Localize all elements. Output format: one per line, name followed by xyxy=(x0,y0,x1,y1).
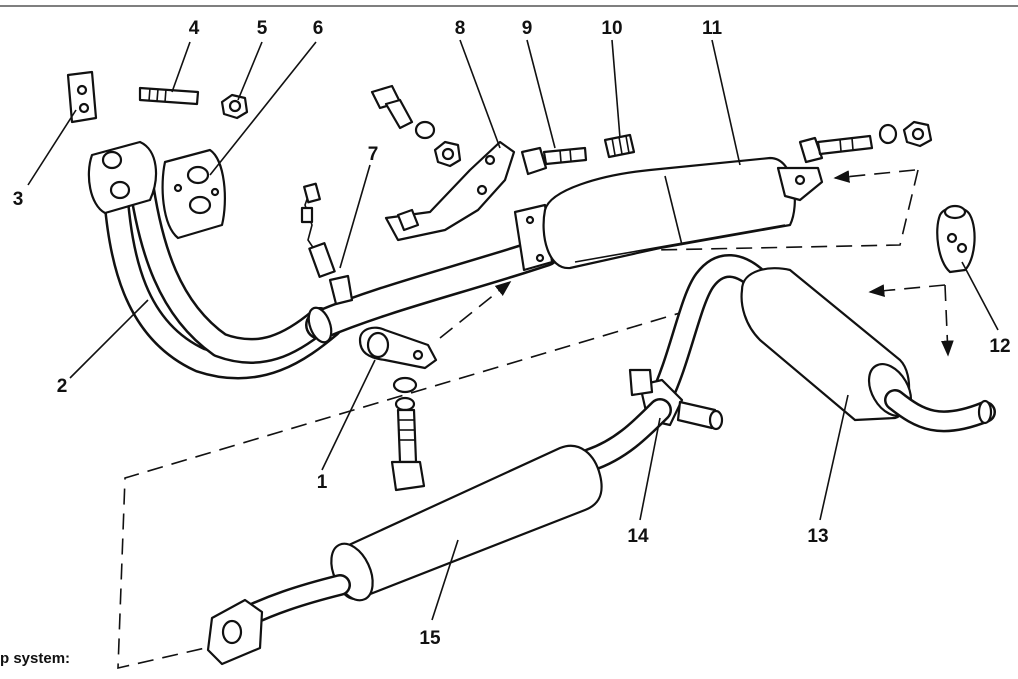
flange-fasteners xyxy=(798,120,933,164)
callout-1: 1 xyxy=(317,472,328,493)
leader-10 xyxy=(611,39,621,139)
leader-3 xyxy=(27,109,77,186)
leader-5 xyxy=(237,41,263,101)
guide-line-rear-mount-down xyxy=(940,284,954,357)
callout-3: 3 xyxy=(13,189,24,210)
leader-1 xyxy=(321,359,376,471)
catalytic-converter xyxy=(513,156,824,272)
front-downpipe xyxy=(87,140,560,380)
gasket xyxy=(161,148,226,240)
callout-13: 13 xyxy=(807,526,828,547)
assembly-guide-lines xyxy=(117,169,954,670)
callout-7: 7 xyxy=(368,144,379,165)
callout-5: 5 xyxy=(257,18,268,39)
leader-12 xyxy=(961,261,999,331)
pipe-clamp xyxy=(358,326,438,492)
rubber-mount xyxy=(936,204,976,274)
figure-caption: p system: xyxy=(0,650,71,667)
nut xyxy=(220,93,249,120)
bracket-fasteners xyxy=(370,84,462,168)
callout-6: 6 xyxy=(313,18,324,39)
bracket-bolt xyxy=(520,146,588,176)
guide-line-rear-mount xyxy=(868,284,946,298)
leader-8 xyxy=(459,39,501,149)
callout-9: 9 xyxy=(522,18,533,39)
guide-line-catalyst-flange xyxy=(833,169,916,183)
rear-silencer xyxy=(648,254,996,433)
guide-line-clamp xyxy=(439,281,512,339)
leader-2 xyxy=(69,299,149,379)
callout-labels: 1 2 3 4 5 6 7 8 9 10 11 12 13 14 15 xyxy=(13,18,1011,649)
callout-11: 11 xyxy=(702,18,723,39)
callout-4: 4 xyxy=(189,18,200,39)
guide-line-front-pipe xyxy=(553,169,919,259)
leader-13 xyxy=(819,394,849,521)
leader-14 xyxy=(639,417,661,521)
leader-4 xyxy=(171,41,191,93)
leader-9 xyxy=(526,39,556,149)
leader-7 xyxy=(339,164,371,269)
callout-2: 2 xyxy=(57,376,68,397)
leader-6 xyxy=(209,41,317,176)
callout-15: 15 xyxy=(419,628,441,649)
centre-silencer xyxy=(206,398,672,666)
guide-line-outline xyxy=(117,309,691,670)
callout-10: 10 xyxy=(601,18,622,39)
callout-8: 8 xyxy=(455,18,466,39)
locking-plate xyxy=(66,70,98,124)
stud xyxy=(138,86,200,106)
leader-lines xyxy=(27,39,999,621)
leader-15 xyxy=(431,539,459,621)
mounting-bracket xyxy=(384,140,516,242)
leader-11 xyxy=(711,39,741,166)
spring xyxy=(603,133,636,159)
callout-14: 14 xyxy=(627,526,649,547)
callout-12: 12 xyxy=(989,336,1010,357)
lambda-sensor xyxy=(300,182,354,306)
